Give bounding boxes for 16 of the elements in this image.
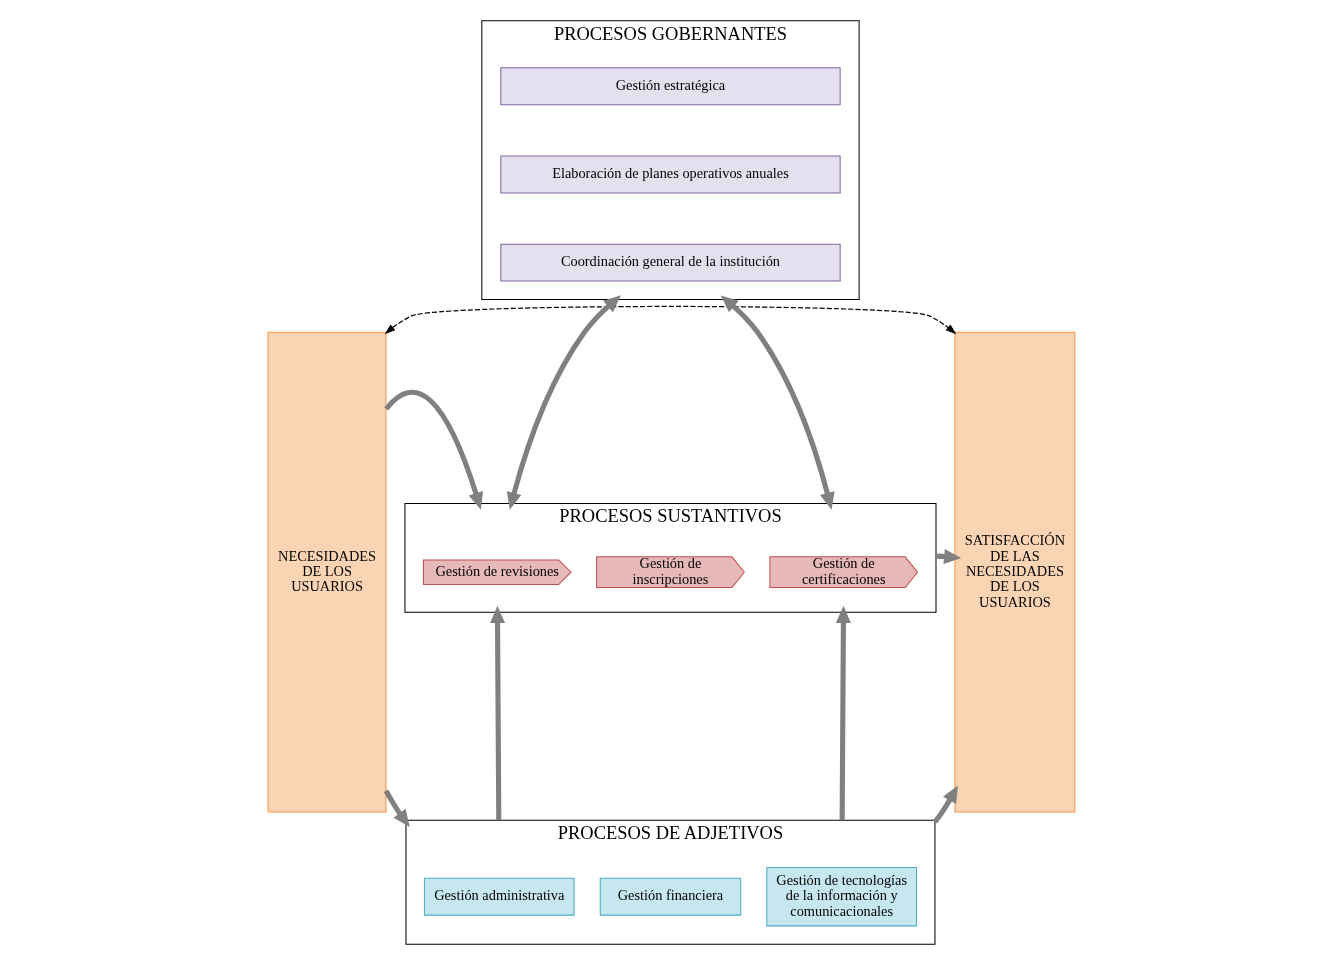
arrow bbox=[489, 605, 505, 821]
node-box: Gestión de tecnologías de la información y comunicacionales bbox=[765, 866, 917, 927]
node-box: NECESIDADES DE LOS USUARIOS bbox=[267, 331, 386, 813]
arrow bbox=[932, 785, 958, 824]
arrow bbox=[383, 789, 410, 828]
node-box: SATISFACCIÓN DE LAS NECESIDADES DE LOS USUARIOS bbox=[953, 331, 1075, 813]
node-box: Gestión financiera bbox=[599, 877, 741, 916]
node-box: Gestión estratégica bbox=[499, 67, 841, 106]
arrow bbox=[835, 605, 851, 821]
node-box: Elaboración de planes operativos anuales bbox=[499, 155, 841, 194]
arrow bbox=[506, 295, 621, 510]
node-box: Coordinación general de la institución bbox=[499, 243, 841, 282]
node-box: Gestión administrativa bbox=[423, 877, 575, 916]
arrow bbox=[720, 295, 835, 510]
arrow bbox=[384, 305, 956, 335]
arrow bbox=[383, 390, 483, 510]
